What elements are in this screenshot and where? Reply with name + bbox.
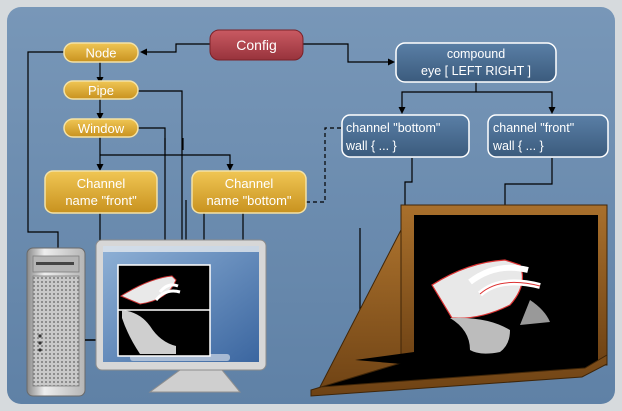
node-label: Node xyxy=(85,46,116,61)
compound-line2: eye [ LEFT RIGHT ] xyxy=(421,64,531,78)
compound-line1: compound xyxy=(447,47,505,61)
pipe-label: Pipe xyxy=(88,83,114,98)
rendered-viewports xyxy=(117,264,211,357)
config-label: Config xyxy=(236,37,276,53)
compound-channel-front-line2: wall { ... } xyxy=(492,139,544,153)
compound-channel-front-box: channel "front" wall { ... } xyxy=(487,114,609,158)
compound-channel-bottom-line1: channel "bottom" xyxy=(346,121,440,135)
channel-front-line2: name "front" xyxy=(65,193,137,208)
channel-bottom-line2: name "bottom" xyxy=(206,193,291,208)
config-box: Config xyxy=(209,29,304,61)
channel-front-line1: Channel xyxy=(77,176,126,191)
computer-tower-image xyxy=(26,247,86,397)
projection-room-image xyxy=(310,204,608,397)
compound-channel-front-line1: channel "front" xyxy=(493,121,574,135)
compound-channel-bottom-box: channel "bottom" wall { ... } xyxy=(341,114,470,158)
dashed-link xyxy=(306,127,342,203)
channel-front-box: Channel name "front" xyxy=(44,170,158,214)
node-box: Node xyxy=(63,42,139,63)
compound-channel-bottom-line2: wall { ... } xyxy=(345,139,397,153)
channel-bottom-line1: Channel xyxy=(225,176,274,191)
pipe-box: Pipe xyxy=(63,80,139,100)
window-label: Window xyxy=(78,121,125,136)
channel-bottom-box: Channel name "bottom" xyxy=(191,170,307,214)
compound-box: compound eye [ LEFT RIGHT ] xyxy=(395,42,557,83)
window-box: Window xyxy=(63,118,139,138)
